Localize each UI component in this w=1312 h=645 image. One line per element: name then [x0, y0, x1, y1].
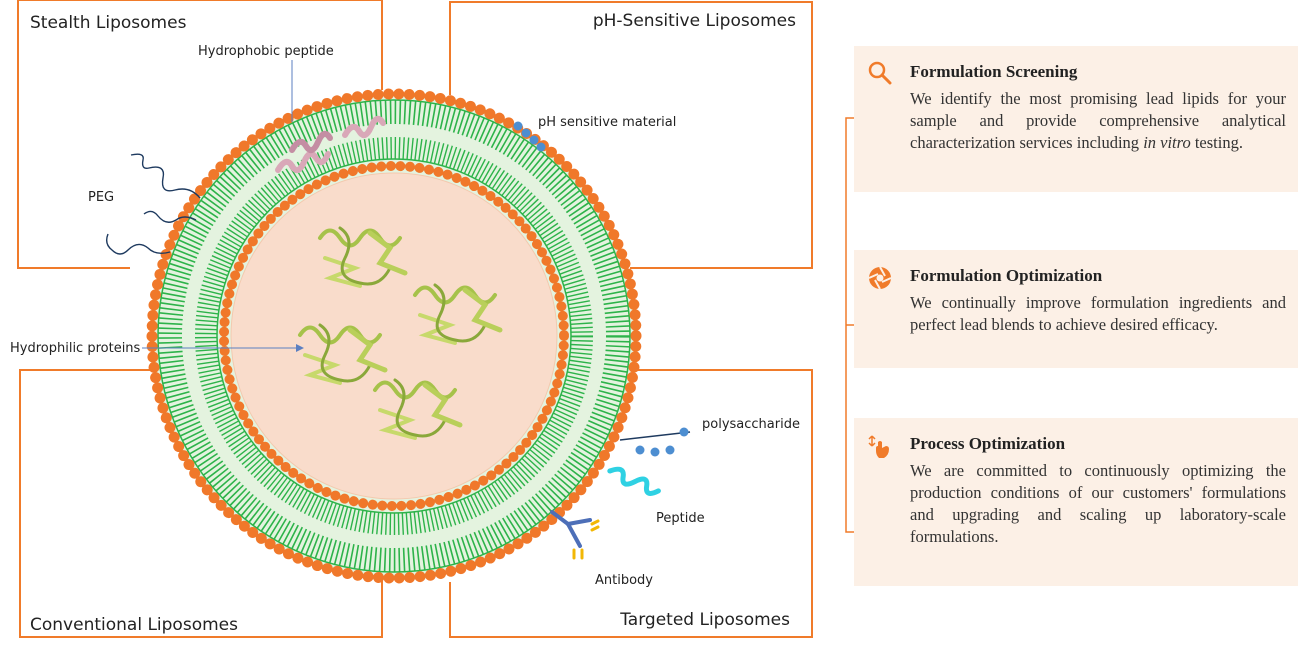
peptide-label: Peptide	[656, 511, 705, 526]
ph-material-beads	[513, 121, 546, 152]
ph-box	[449, 1, 813, 269]
peg-chains	[105, 153, 201, 255]
card-title: Process Optimization	[910, 434, 1066, 453]
hydrophobic-peptide-helix	[275, 115, 386, 174]
hydrophobic-peptide-label: Hydrophobic peptide	[198, 44, 334, 59]
peptide-helix	[607, 466, 661, 496]
protein-3	[298, 323, 388, 385]
formulation-optimization-card: Formulation Optimization We continually …	[854, 250, 1298, 368]
ph-material-label: pH sensitive material	[538, 115, 676, 130]
targeted-box	[449, 369, 813, 638]
protein-4	[373, 378, 463, 440]
antibody-icon	[550, 510, 600, 560]
card-title: Formulation Optimization	[910, 266, 1103, 285]
card-body: We continually improve formulation ingre…	[910, 293, 1286, 334]
peg-label: PEG	[88, 190, 114, 205]
conventional-title: Conventional Liposomes	[30, 615, 238, 635]
card-body: We identify the most promising lead lipi…	[910, 89, 1286, 152]
outer-heads	[146, 88, 642, 584]
card-title: Formulation Screening	[910, 62, 1078, 81]
inner-tails	[195, 137, 593, 535]
aperture-icon	[868, 266, 892, 290]
formulation-screening-card: Formulation Screening We identify the mo…	[854, 46, 1298, 192]
targeted-title: Targeted Liposomes	[619, 610, 790, 630]
ph-title: pH-Sensitive Liposomes	[593, 11, 796, 31]
inner-heads	[219, 161, 569, 511]
protein-1	[318, 226, 408, 288]
polysaccharide-chain	[619, 427, 691, 457]
process-optimization-card: Process Optimization We are committed to…	[854, 418, 1298, 586]
liposome	[146, 88, 642, 584]
aqueous-core	[231, 173, 557, 499]
polysaccharide-label: polysaccharide	[702, 417, 800, 432]
liposome-diagram: Stealth Liposomes pH-Sensitive Liposomes…	[10, 0, 813, 638]
protein-2	[413, 283, 503, 345]
stealth-title: Stealth Liposomes	[30, 13, 187, 33]
magnifier-icon	[868, 61, 892, 85]
outer-tails	[158, 100, 630, 572]
conventional-box	[19, 369, 383, 638]
antibody-label: Antibody	[595, 573, 653, 588]
card-body: We are committed to continuously optimiz…	[910, 461, 1286, 546]
hydrophilic-proteins-label: Hydrophilic proteins	[10, 341, 141, 356]
hydrophilic-protein-cluster	[298, 226, 503, 440]
hand-swipe-icon	[868, 435, 889, 458]
